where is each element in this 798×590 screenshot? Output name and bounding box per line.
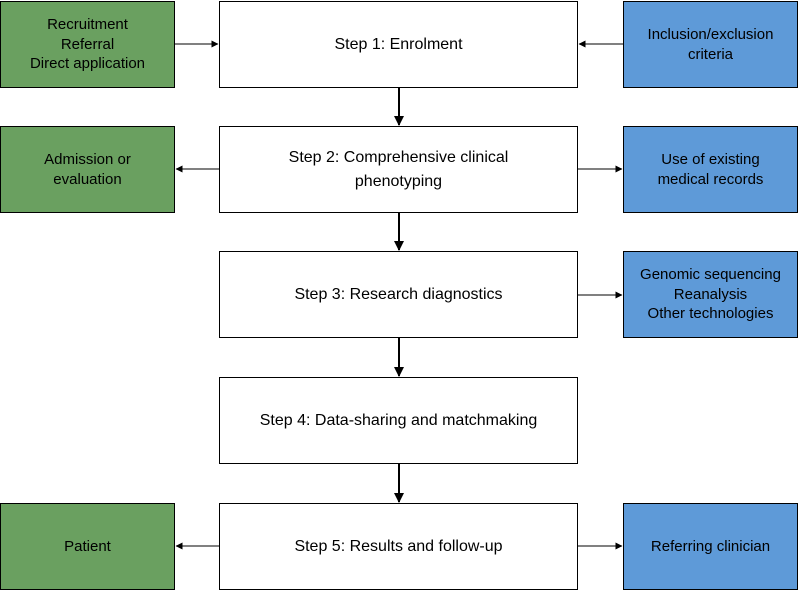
patient-text: Patient [64, 537, 111, 555]
inclusion-criteria-text: Inclusion/exclusion criteria [647, 26, 774, 63]
admission-text: Admission or evaluation [44, 151, 131, 188]
step-1-box: Step 1: Enrolment [219, 1, 578, 88]
medical-records-text: Use of existing medical records [657, 151, 764, 188]
admission-box: Admission or evaluation [0, 126, 175, 213]
step-4-box: Step 4: Data-sharing and matchmaking [219, 377, 578, 464]
recruitment-text: Recruitment Referral Direct application [29, 16, 146, 73]
step-1-label: Step 1: Enrolment [334, 35, 463, 53]
step-3-label: Step 3: Research diagnostics [294, 285, 503, 303]
step-3-box: Step 3: Research diagnostics [219, 251, 578, 338]
referring-clinician-text: Referring clinician [650, 537, 771, 555]
step-2-label: Step 2: Comprehensive clinical phenotypi… [288, 148, 509, 190]
inclusion-criteria-box: Inclusion/exclusion criteria [623, 1, 798, 88]
genomic-sequencing-text: Genomic sequencing Reanalysis Other tech… [640, 266, 781, 323]
step-5-label: Step 5: Results and follow-up [294, 537, 503, 555]
referring-clinician-box: Referring clinician [623, 503, 798, 590]
step-5-box: Step 5: Results and follow-up [219, 503, 578, 590]
genomic-sequencing-box: Genomic sequencing Reanalysis Other tech… [623, 251, 798, 338]
medical-records-box: Use of existing medical records [623, 126, 798, 213]
recruitment-box: Recruitment Referral Direct application [0, 1, 175, 88]
patient-box: Patient [0, 503, 175, 590]
step-4-label: Step 4: Data-sharing and matchmaking [259, 411, 538, 429]
step-2-box: Step 2: Comprehensive clinical phenotypi… [219, 126, 578, 213]
